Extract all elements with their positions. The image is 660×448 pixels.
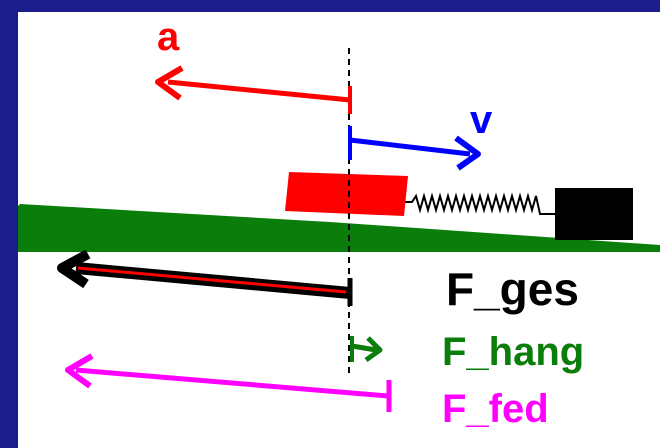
total-force-arrow <box>57 249 353 306</box>
sliding-block <box>285 172 408 216</box>
acceleration-arrow <box>155 65 352 114</box>
acceleration-label: a <box>157 15 180 59</box>
wall-block <box>555 188 633 240</box>
spring-force-label: F_fed <box>442 387 549 431</box>
inclined-slope <box>18 204 660 252</box>
slope-force-arrow <box>350 336 383 363</box>
velocity-label: v <box>470 98 493 142</box>
slope-force-label: F_hang <box>442 330 584 374</box>
spring-force-arrow <box>65 353 392 412</box>
spring <box>405 192 555 215</box>
velocity-arrow <box>348 126 481 171</box>
total-force-label: F_ges <box>446 263 579 315</box>
